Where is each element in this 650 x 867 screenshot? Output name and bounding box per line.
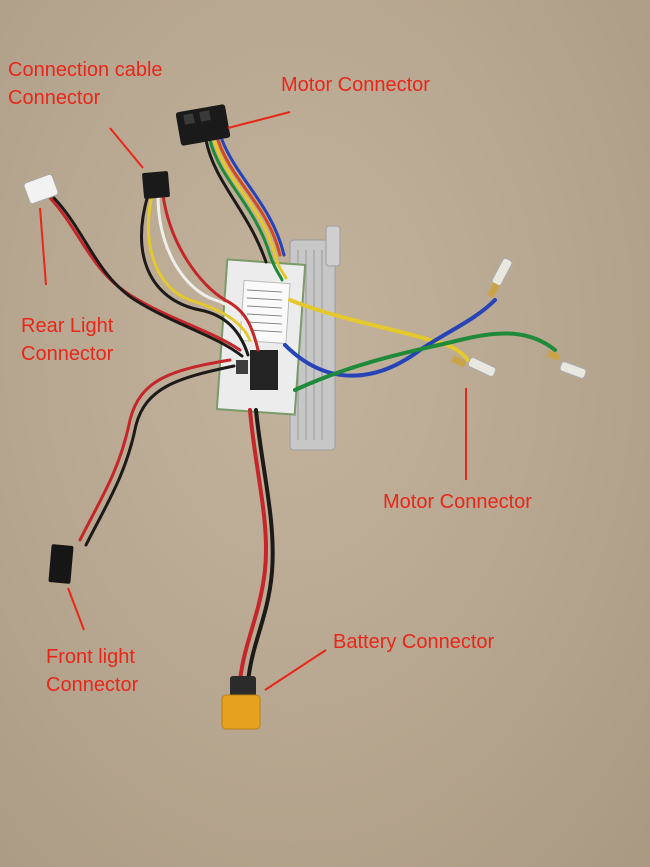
connection-cable-connector-label: Connection cable Connector (8, 56, 163, 112)
rear-light-connector-label: Rear Light Connector (21, 312, 113, 368)
front-light-wires (78, 358, 236, 547)
rear-light-label-line1: Rear Light (21, 315, 114, 337)
front-light-connector-label: Front light Connector (46, 643, 138, 699)
battery-connector-label: Battery Connector (333, 631, 495, 653)
rear-light-plug (23, 173, 59, 205)
connection-cable-label-line2: Connector (8, 87, 101, 109)
hall-sensor-wires (204, 138, 288, 282)
motor-top-plug (175, 104, 231, 146)
connection-cable-label-line1: Connection cable (8, 59, 163, 81)
annotation-pointers (39, 111, 467, 691)
bullet-connectors (450, 257, 587, 379)
battery-wires (238, 408, 275, 684)
front-light-label-line2: Connector (46, 674, 139, 696)
connection-cable-plug (142, 171, 170, 199)
rear-light-wires (48, 196, 244, 358)
controller-board (215, 258, 307, 416)
motor-connector-right-label: Motor Connector (383, 491, 532, 513)
front-light-label-line1: Front light (46, 646, 135, 668)
motor-connector-top-label: Motor Connector (281, 74, 430, 96)
connection-cable-wires (140, 193, 260, 357)
motor-phase-wires (283, 298, 557, 392)
rear-light-label-line2: Connector (21, 343, 114, 365)
front-light-plug (48, 544, 74, 584)
battery-plug (221, 676, 261, 730)
